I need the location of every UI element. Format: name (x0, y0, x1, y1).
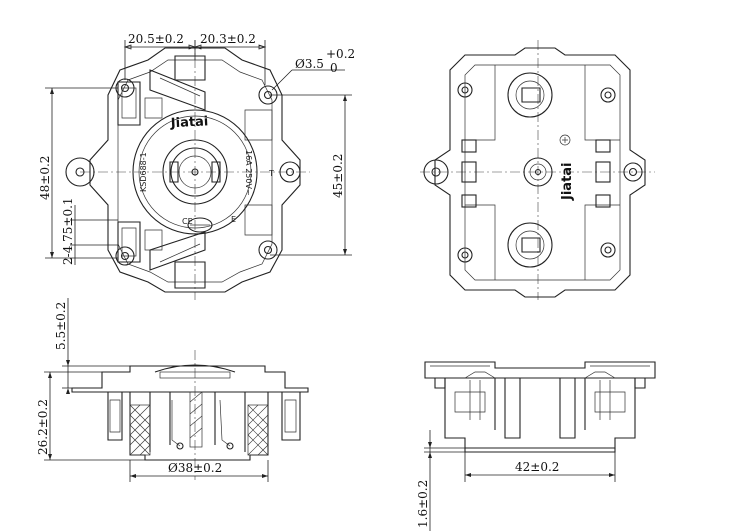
brand-logo-text-bottom: Jiatai (560, 162, 575, 201)
rating-text: 16A 250V~ (244, 150, 253, 196)
bottom-view-right: Jiatai (420, 40, 655, 300)
mark-t: T (268, 169, 274, 178)
dim-body-height-left: 48±0.2 (38, 156, 52, 200)
hatch-mid (189, 391, 203, 448)
dim-body-height-right: 45±0.2 (331, 154, 345, 198)
top-view-left: Jiatai KSD688-1 16A 250V~ CE T E 20.5±0.… (38, 32, 355, 300)
approval-mark-icon (187, 217, 213, 233)
dim-top-left-pitch: 20.5±0.2 (128, 32, 184, 46)
side-section-view: 5.5±0.2 26.2±0.2 Ø38±0.2 (36, 298, 309, 482)
dim-hole-dia: Ø3.5 (295, 57, 324, 71)
front-view: 42±0.2 1.6±0.2 (416, 361, 656, 531)
mark-ce: CE (182, 217, 193, 226)
hatch-right (247, 404, 269, 456)
dim-side-total-height: 26.2±0.2 (36, 399, 50, 455)
dim-terminal-offset: 2-4.75±0.1 (61, 197, 75, 265)
model-text: KSD688-1 (139, 152, 148, 192)
dim-front-bottom-height: 1.6±0.2 (416, 480, 430, 528)
brand-logo-text: Jiatai (169, 114, 208, 131)
dim-top-right-pitch: 20.3±0.2 (200, 32, 256, 46)
mounting-hole-bottom-right (258, 240, 278, 260)
dim-hole-tol-lower: 0 (330, 61, 338, 75)
dim-side-top-height: 5.5±0.2 (54, 302, 68, 350)
hatch-left (129, 404, 151, 456)
dim-front-width: 42±0.2 (515, 460, 559, 474)
mark-e: E (231, 215, 236, 224)
ground-symbol-icon (559, 134, 571, 146)
dim-side-base-dia: Ø38±0.2 (168, 461, 222, 475)
dim-hole-tol-upper: +0.2 (326, 47, 355, 61)
